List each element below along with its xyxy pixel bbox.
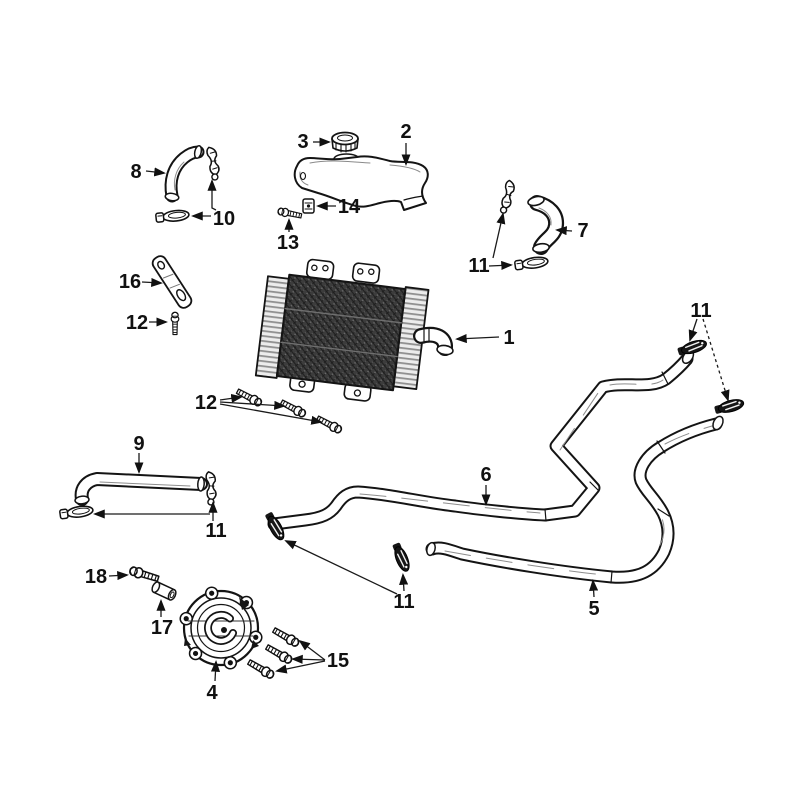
elbow-hose-7 bbox=[527, 195, 565, 255]
callout-arrow bbox=[219, 403, 323, 425]
callout-number: 14 bbox=[338, 196, 361, 218]
callout-arrow bbox=[399, 573, 409, 592]
callout-arrow bbox=[492, 212, 506, 259]
clamp-10-lower bbox=[154, 208, 191, 224]
radiator-cap-3 bbox=[331, 131, 359, 153]
callout-arrow bbox=[488, 260, 513, 270]
expansion-tank-2 bbox=[293, 153, 429, 211]
bracket-16 bbox=[151, 255, 193, 309]
callout-arrow bbox=[141, 277, 163, 288]
callout-arrow bbox=[589, 579, 599, 598]
clamp-10-upper bbox=[205, 145, 221, 182]
callout-5-lower-hose: 5 bbox=[588, 579, 600, 620]
callout-arrow bbox=[555, 226, 573, 236]
callout-arrow bbox=[207, 179, 217, 211]
callout-number: 11 bbox=[468, 255, 489, 277]
callout-arrow bbox=[688, 318, 698, 342]
bolt-13 bbox=[276, 206, 303, 221]
clamp-11-hose9-left bbox=[58, 503, 95, 521]
water-pump-4 bbox=[179, 586, 263, 670]
callout-number: 10 bbox=[213, 208, 235, 230]
callout-2-expansion-tank: 2 bbox=[400, 121, 412, 166]
callout-18-bolt: 18 bbox=[85, 566, 129, 588]
callout-7-elbow-hose: 7 bbox=[555, 220, 589, 242]
screws-12-lower bbox=[234, 386, 344, 436]
clamp-11-hose9-right bbox=[204, 471, 218, 506]
callout-arrow bbox=[455, 333, 500, 344]
callout-number: 12 bbox=[126, 312, 148, 334]
clamp-11-tank-lower bbox=[513, 254, 550, 272]
radiator-outlet-elbow bbox=[413, 326, 454, 356]
callout-8-outlet-hose: 8 bbox=[130, 161, 166, 183]
callout-4-water-pump: 4 bbox=[206, 660, 221, 704]
callout-arrow bbox=[702, 318, 730, 402]
callout-number: 9 bbox=[133, 433, 144, 455]
clip-14 bbox=[302, 198, 315, 214]
callout-number: 11 bbox=[205, 520, 226, 542]
pump-flange-bolts bbox=[179, 586, 263, 670]
radiator-core bbox=[275, 273, 407, 392]
callout-arrow bbox=[145, 167, 166, 177]
callout-number: 8 bbox=[130, 161, 141, 183]
callout-16-bracket: 16 bbox=[119, 271, 163, 293]
callout-arrow bbox=[219, 393, 243, 403]
callout-17-spacer: 17 bbox=[151, 599, 173, 639]
callout-10-clamps: 10 bbox=[191, 179, 235, 230]
callout-number: 17 bbox=[151, 617, 173, 639]
callout-13-bolt: 13 bbox=[277, 218, 299, 254]
callout-number: 6 bbox=[480, 464, 491, 486]
callout-number: 1 bbox=[503, 327, 514, 349]
clamp-11-tank-upper bbox=[496, 179, 519, 216]
spacer-17 bbox=[151, 581, 177, 601]
callout-arrow bbox=[219, 400, 286, 410]
callout-arrow bbox=[275, 660, 326, 674]
callout-number: 13 bbox=[277, 232, 299, 254]
callout-number: 15 bbox=[327, 650, 349, 672]
callout-arrow bbox=[291, 654, 326, 664]
callout-14-clip: 14 bbox=[316, 196, 361, 218]
bolt-18 bbox=[127, 564, 161, 585]
callout-6-upper-hose: 6 bbox=[480, 464, 492, 506]
callout-number: 12 bbox=[195, 392, 217, 414]
callout-11-clamps-right: 11 bbox=[688, 300, 730, 402]
callout-number: 5 bbox=[588, 598, 599, 620]
callout-arrow bbox=[298, 639, 326, 661]
callout-3-cap: 3 bbox=[297, 131, 331, 153]
callout-number: 3 bbox=[297, 131, 308, 153]
callout-11-clamps-tank: 11 bbox=[468, 212, 513, 277]
straight-hose-9 bbox=[74, 472, 208, 506]
callout-11-clamps-hose6: 11 bbox=[284, 540, 415, 613]
callout-number: 16 bbox=[119, 271, 141, 293]
clamp-11-right-lower bbox=[712, 396, 746, 417]
callout-12-screws-lower: 12 bbox=[195, 392, 323, 425]
clamp-11-middle bbox=[389, 540, 413, 574]
lower-hose-5 bbox=[425, 415, 724, 584]
callout-number: 2 bbox=[400, 121, 411, 143]
outlet-hose-8 bbox=[164, 144, 205, 203]
callout-number: 4 bbox=[206, 682, 218, 704]
callout-number: 18 bbox=[85, 566, 107, 588]
callout-arrow bbox=[210, 660, 221, 682]
callout-number: 11 bbox=[393, 591, 414, 613]
callout-1-radiator: 1 bbox=[455, 327, 515, 349]
radiator-1 bbox=[254, 258, 454, 402]
callout-arrow bbox=[284, 540, 398, 595]
screw-12-upper bbox=[170, 311, 180, 336]
callout-arrow bbox=[108, 570, 129, 581]
callout-number: 11 bbox=[690, 300, 711, 322]
callout-11-clamps-hose9: 11 bbox=[93, 501, 227, 542]
callout-9-straight-hose: 9 bbox=[133, 433, 145, 474]
callout-15-pump-bolts: 15 bbox=[275, 639, 349, 674]
callout-12-screw-upper: 12 bbox=[126, 312, 168, 334]
callout-number: 7 bbox=[577, 220, 588, 242]
